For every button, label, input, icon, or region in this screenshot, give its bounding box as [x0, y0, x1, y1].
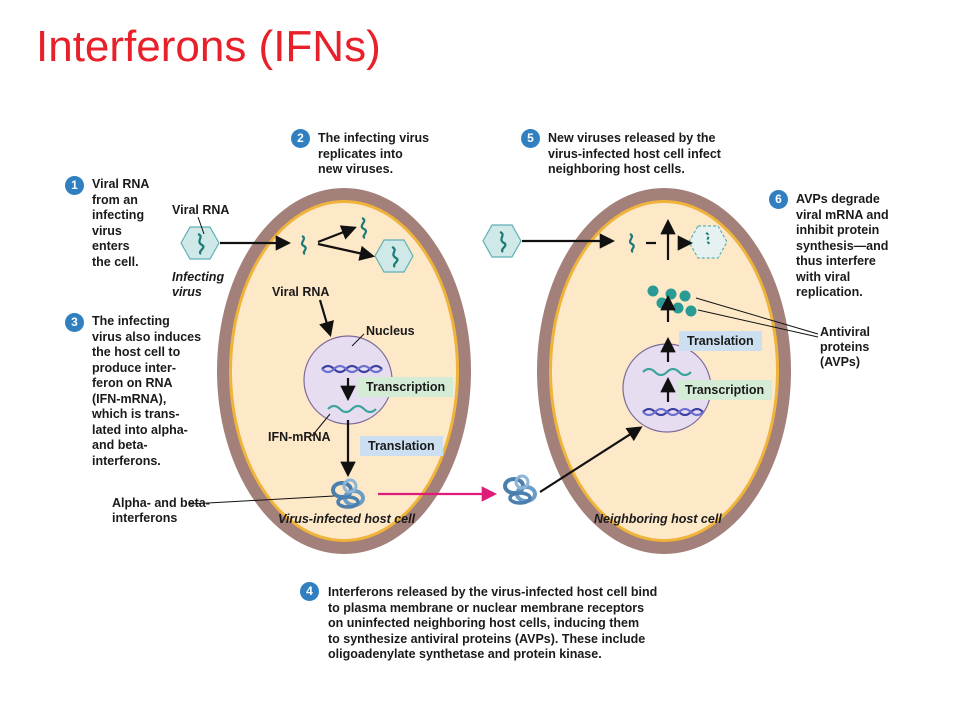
- translation-box-right: Translation: [679, 331, 762, 351]
- viral-rna-label: Viral RNA: [172, 203, 230, 217]
- alpha-beta-interferons-label: Alpha- and beta- interferons: [112, 496, 210, 525]
- ifn-mrna-label: IFN-mRNA: [268, 430, 331, 444]
- step-5-badge: 5: [521, 129, 540, 148]
- antiviral-proteins-label: Antiviral proteins (AVPs): [820, 325, 871, 369]
- step-2-badge: 2: [291, 129, 310, 148]
- step-4-text: Interferons released by the virus-infect…: [328, 585, 658, 661]
- nucleus-leader: [351, 333, 365, 347]
- step-4-badge: 4: [300, 582, 319, 601]
- viral-rna-leader: [197, 216, 205, 235]
- viral-rna-icon: [360, 216, 368, 240]
- replication-arrow-up: [317, 225, 357, 244]
- degraded-virus-icon: [688, 225, 728, 259]
- step-6-text: AVPs degrade viral mRNA and inhibit prot…: [796, 192, 889, 299]
- receptor-signal-arrow: [539, 426, 643, 493]
- viral-rna-cell-label: Viral RNA: [272, 285, 330, 299]
- viral-rna-icon: [300, 235, 307, 255]
- released-virus-icon: [481, 223, 523, 259]
- transcription-box-left: Transcription: [358, 377, 454, 397]
- right-mrna-strand: [642, 367, 692, 377]
- step-6-badge: 6: [769, 190, 788, 209]
- right-dna-strand: [642, 407, 704, 417]
- step-2-text: The infecting virus replicates into new …: [318, 131, 430, 176]
- ifn-mrna-leader: [311, 413, 331, 437]
- infected-cell-label: Virus-infected host cell: [278, 512, 416, 526]
- step-1-badge: 1: [65, 176, 84, 195]
- left-dna-strand: [321, 364, 383, 374]
- step-5-text: New viruses released by the virus-infect…: [548, 131, 721, 176]
- left-ifn-mrna-strand: [327, 404, 377, 414]
- infecting-virus-icon: [179, 225, 221, 261]
- page-title: Interferons (IFNs): [36, 22, 381, 71]
- step-3-badge: 3: [65, 313, 84, 332]
- viral-rna-icon: [628, 233, 635, 253]
- interferon-receptor-icon: [503, 474, 537, 505]
- step-3-text: The infecting virus also induces the hos…: [92, 314, 202, 468]
- rna-to-nucleus-arrow: [318, 299, 334, 337]
- avp-leader-bottom: [697, 309, 819, 338]
- avp-leader-top: [695, 297, 819, 335]
- new-virus-icon: [373, 238, 415, 274]
- translation-box-left: Translation: [360, 436, 443, 456]
- neighboring-cell-label: Neighboring host cell: [594, 512, 722, 526]
- infecting-virus-label: Infecting virus: [172, 270, 225, 299]
- replication-arrow-down: [317, 242, 376, 261]
- nucleus-label: Nucleus: [366, 324, 415, 338]
- step-1-text: Viral RNA from an infecting virus enters…: [92, 177, 150, 269]
- interferons-leader: [189, 495, 335, 505]
- transcription-box-right: Transcription: [677, 380, 773, 400]
